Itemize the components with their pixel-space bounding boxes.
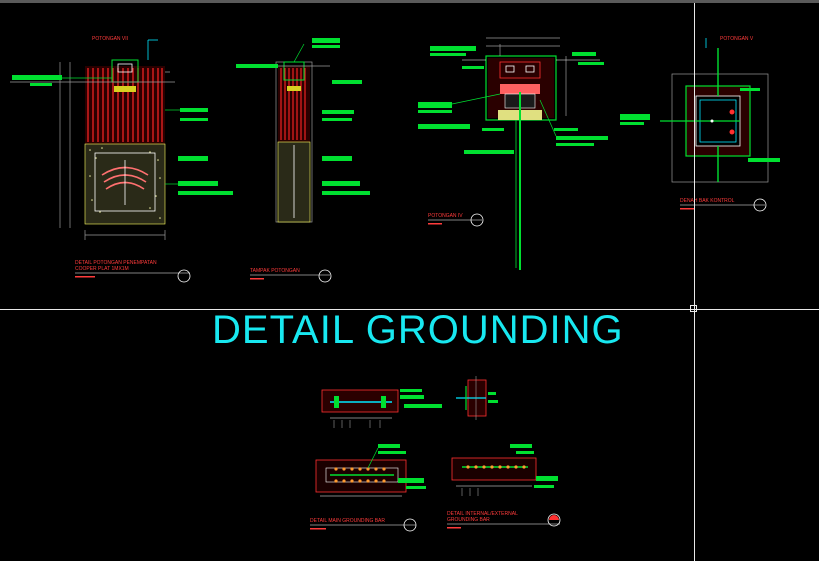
label-internal-external-1: DETAIL INTERNAL/EXTERNAL [447,511,518,517]
drawing-potongan-iv: POTONGAN IV [418,37,608,270]
window-top-border [0,0,819,3]
label-detail-potongan-2: COOPER PLAT 1MX1M [75,266,129,272]
drawing-denah-bak-kontrol: POTONGAN V DENAH BAK KONTROL [620,36,780,212]
drawing-bar-section [321,376,498,428]
label-potongan-iv: POTONGAN IV [428,213,463,219]
drawing-tampak-potongan: TAMPAK POTONGAN [236,38,370,283]
label-potongan-vii: POTONGAN VII [92,36,128,42]
label-detail-potongan-1: DETAIL POTONGAN PENEMPATAN [75,260,157,266]
label-internal-external-2: GROUNDING BAR [447,517,490,523]
cursor-crosshair-vertical [694,3,695,561]
drawing-title: DETAIL GROUNDING [212,308,624,352]
drawing-internal-grounding-bar: DETAIL INTERNAL/EXTERNAL GROUNDING BAR [447,444,561,529]
drawing-main-grounding-bar: DETAIL MAIN GROUNDING BAR [310,444,426,532]
drawing-detail-potongan: POTONGAN VII DETAIL POTONGAN PENEMPATAN … [10,36,233,283]
cursor-pickbox[interactable] [690,305,697,312]
cursor-crosshair-horizontal [0,309,819,310]
label-denah-bak-kontrol: DENAH BAK KONTROL [680,198,735,204]
label-main-grounding-bar: DETAIL MAIN GROUNDING BAR [310,518,385,524]
label-potongan-v: POTONGAN V [720,36,754,42]
label-tampak-potongan: TAMPAK POTONGAN [250,268,300,274]
